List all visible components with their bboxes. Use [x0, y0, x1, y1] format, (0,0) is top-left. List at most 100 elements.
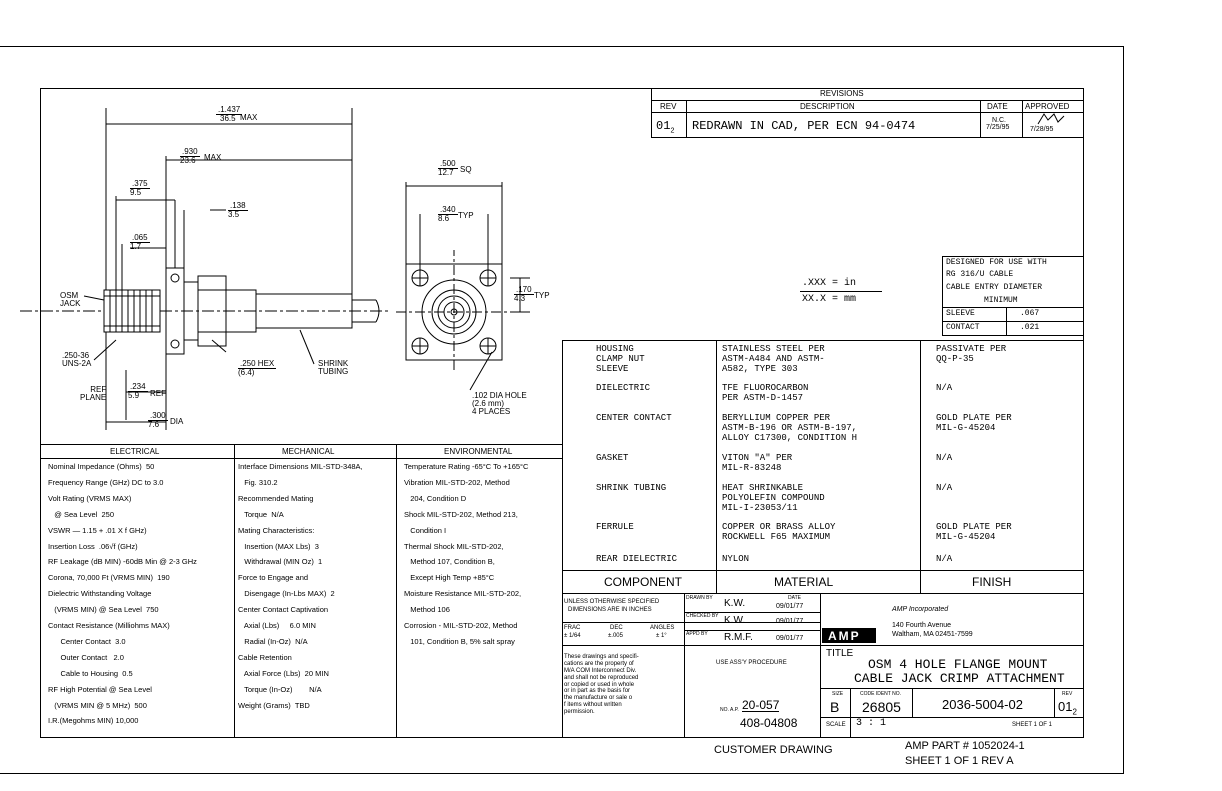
- frac-value: ± 1/64: [564, 633, 581, 639]
- mechanical-spec-line: Withdrawal (MIN Oz) 1: [238, 557, 323, 567]
- material-row-component: GASKET: [596, 453, 629, 463]
- mechanical-spec-line: Disengage (In-Lbs MAX) 2: [238, 589, 335, 599]
- dim-max-2: MAX: [204, 153, 222, 162]
- material-row-finish: GOLD PLATE PER MIL-G-45204: [936, 413, 1012, 433]
- mechanical-spec-line: Weight (Grams) TBD: [238, 700, 310, 710]
- electrical-title: ELECTRICAL: [110, 447, 160, 456]
- appd-by-label: APPD BY: [686, 631, 708, 637]
- material-row-material: VITON "A" PER MIL-R-83248: [722, 453, 793, 473]
- mechanical-spec-line: Insertion (MAX Lbs) 3: [238, 541, 319, 551]
- dec-label: DEC: [610, 625, 623, 631]
- designed-line3: CABLE ENTRY DIAMETER: [946, 283, 1043, 292]
- mechanical-spec-line: Mating Characteristics:: [238, 525, 315, 535]
- frac-label: FRAC: [564, 625, 581, 631]
- electrical-spec-line: RF Leakage (dB MIN) -60dB Min @ 2-3 GHz: [48, 557, 197, 567]
- environmental-spec-line: Thermal Shock MIL-STD-202,: [404, 541, 504, 551]
- units-in: .XXX = in: [802, 278, 857, 289]
- electrical-spec-line: I.R.(Megohms MIN) 10,000: [48, 716, 139, 726]
- electrical-spec-line: Frequency Range (GHz) DC to 3.0: [48, 477, 164, 487]
- amp-logo: [822, 628, 876, 643]
- revisions-table: [651, 88, 1084, 138]
- title-label: TITLE: [826, 648, 854, 659]
- rev-col-date: DATE: [987, 102, 1008, 111]
- rev-row-date: N.C.7/25/95: [986, 117, 1010, 131]
- label-hole: .102 DIA HOLE(2.6 mm)4 PLACES: [472, 391, 527, 416]
- material-row-finish: N/A: [936, 483, 953, 493]
- electrical-spec-line: Dielectric Withstanding Voltage: [48, 589, 152, 599]
- dec-value: ±.005: [608, 633, 623, 639]
- material-row-material: BERYLLIUM COPPER PER ASTM-B-196 OR ASTM-…: [722, 413, 858, 443]
- scale-label: SCALE: [826, 722, 846, 728]
- label-hex: .250 HEX(6.4): [238, 359, 277, 377]
- mechanical-spec-line: Radial (In-Oz) N/A: [238, 636, 308, 646]
- material-row-material: STAINLESS STEEL PER ASTM-A484 AND ASTM- …: [722, 344, 825, 374]
- drawing-number: 2036-5004-02: [942, 697, 1023, 712]
- environmental-spec-line: Shock MIL-STD-202, Method 213,: [404, 509, 518, 519]
- mechanical-spec-line: Interface Dimensions MIL-STD-348A,: [238, 462, 363, 471]
- rev-row-approved: 7/28/95: [1030, 126, 1054, 133]
- dim-typ-2: TYP: [534, 291, 550, 300]
- electrical-spec-line: Nominal Impedance (Ohms) 50: [48, 462, 155, 471]
- revisions-title: REVISIONS: [820, 89, 864, 98]
- environmental-spec-line: Method 107, Condition B,: [404, 557, 495, 567]
- material-row-component: SHRINK TUBING: [596, 483, 667, 493]
- designed-line2: RG 316/U CABLE: [946, 270, 1014, 279]
- rev-value: 012: [1058, 699, 1077, 717]
- scale-value: 3 : 1: [856, 718, 887, 729]
- environmental-spec-line: Method 106: [404, 605, 450, 615]
- sheet-value: SHEET 1 OF 1: [1012, 722, 1052, 728]
- material-row-material: NYLON: [722, 554, 750, 564]
- dim-max-1: MAX: [240, 113, 258, 122]
- rev-col-rev: REV: [660, 102, 677, 111]
- electrical-spec-line: Cable to Housing 0.5: [48, 668, 133, 678]
- electrical-spec-line: RF High Potential @ Sea Level: [48, 684, 152, 694]
- rev-row-rev: 012: [656, 119, 675, 136]
- material-row-component: CENTER CONTACT: [596, 413, 672, 423]
- rev-col-desc: DESCRIPTION: [800, 102, 855, 111]
- material-row-material: TFE FLUOROCARBON PER ASTM-D-1457: [722, 383, 809, 403]
- material-row-finish: N/A: [936, 554, 953, 564]
- electrical-spec-line: Volt Rating (VRMS MAX): [48, 493, 132, 503]
- dim-typ-1: TYP: [458, 211, 474, 220]
- dim-ref: REF: [150, 389, 166, 398]
- angles-label: ANGLES: [650, 625, 675, 631]
- appd-by-name: R.M.F.: [724, 632, 753, 643]
- header-finish: FINISH: [972, 575, 1012, 589]
- page-bottom-border: [0, 773, 1124, 774]
- contact-label: CONTACT: [946, 323, 980, 332]
- dim-sq: SQ: [460, 165, 472, 174]
- drawn-by-label: DRAWN BY: [686, 595, 713, 601]
- material-row-component: FERRULE: [596, 522, 634, 532]
- environmental-spec-line: Except High Temp +85°C: [404, 573, 495, 583]
- drawn-date: 09/01/77: [776, 603, 804, 610]
- amp-part-number: AMP PART # 1052024-1: [905, 740, 1025, 752]
- size-value: B: [830, 699, 840, 715]
- mechanical-spec-line: Torque N/A: [238, 509, 284, 519]
- size-label: SIZE: [832, 691, 844, 697]
- material-row-finish: GOLD PLATE PER MIL-G-45204: [936, 522, 1012, 542]
- mechanical-spec-line: Cable Retention: [238, 652, 292, 662]
- designed-line4: MINIMUM: [984, 296, 1018, 305]
- electrical-spec-line: @ Sea Level 250: [48, 509, 114, 519]
- mechanical-spec-line: Force to Engage and: [238, 573, 309, 583]
- unless-2: DIMENSIONS ARE IN INCHES: [568, 607, 652, 613]
- amp-logo-text: AMP: [828, 629, 861, 643]
- sleeve-value: .067: [1020, 309, 1040, 318]
- material-row-component: HOUSING CLAMP NUT SLEEVE: [596, 344, 645, 374]
- electrical-spec-line: VSWR — 1.15 + .01 X f GHz): [48, 525, 147, 535]
- environmental-spec-line: Temperature Rating -65°C To +165°C: [404, 462, 529, 471]
- designed-for-box: [942, 256, 1084, 336]
- material-row-finish: N/A: [936, 383, 953, 393]
- environmental-spec-line: 204, Condition D: [404, 493, 467, 503]
